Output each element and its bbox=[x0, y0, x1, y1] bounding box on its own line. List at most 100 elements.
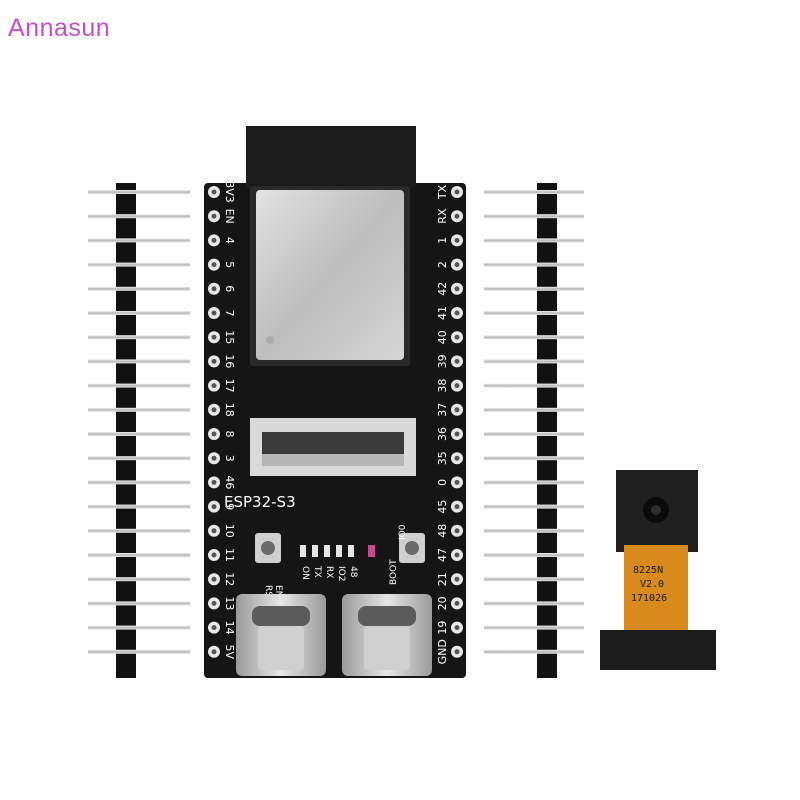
reset-button bbox=[255, 533, 281, 563]
header-pin bbox=[484, 407, 584, 412]
pin-label: 0 bbox=[436, 479, 449, 486]
rgb-led bbox=[368, 545, 375, 557]
reset-label: RST bbox=[263, 585, 273, 603]
usb-c-port-right bbox=[342, 594, 432, 676]
header-pin bbox=[484, 528, 584, 533]
pin-hole bbox=[454, 649, 460, 655]
pin-label: 14 bbox=[223, 621, 236, 635]
pin-label: 20 bbox=[436, 596, 449, 610]
pin-label: 39 bbox=[436, 354, 449, 368]
pin-label: 38 bbox=[436, 379, 449, 393]
led-label: ON bbox=[300, 566, 310, 580]
pin-hole bbox=[211, 576, 217, 582]
watermark: Annasun bbox=[8, 14, 111, 42]
pin-hole bbox=[211, 358, 217, 364]
header-pin bbox=[88, 625, 190, 630]
right-pin-header bbox=[484, 183, 584, 678]
pin-label: 47 bbox=[436, 548, 449, 562]
pin-label: 15 bbox=[223, 330, 236, 344]
camera-text-2: V2.0 bbox=[640, 579, 664, 590]
header-pin bbox=[484, 311, 584, 315]
pin-hole bbox=[454, 625, 460, 631]
header-pin bbox=[88, 335, 190, 340]
pin-label: 9 bbox=[223, 503, 236, 510]
pin-hole bbox=[454, 286, 460, 292]
header-pin bbox=[88, 190, 190, 194]
pin-label: 35 bbox=[436, 451, 449, 465]
led-label: IO2 bbox=[336, 566, 346, 581]
pin-label: 10 bbox=[223, 524, 236, 538]
pin-label: 21 bbox=[436, 572, 449, 586]
pin-label: 8 bbox=[223, 431, 236, 438]
header-pin bbox=[484, 456, 584, 461]
pin-hole bbox=[211, 237, 217, 243]
connector-slot bbox=[262, 432, 404, 454]
header-pin bbox=[484, 383, 584, 388]
header-pin bbox=[484, 286, 584, 291]
chip-label: ESP32-S3 bbox=[224, 493, 296, 511]
header-pin bbox=[484, 190, 584, 194]
led bbox=[348, 545, 354, 557]
boot-button bbox=[399, 533, 425, 563]
pin-hole bbox=[454, 552, 460, 558]
header-pin bbox=[88, 311, 190, 315]
pin-label: 5 bbox=[223, 261, 236, 268]
led bbox=[324, 545, 330, 557]
led-label: TX bbox=[312, 565, 322, 578]
pin-label: 16 bbox=[223, 354, 236, 368]
header-pin bbox=[88, 407, 190, 412]
pin-label: 41 bbox=[436, 306, 449, 320]
header-pin bbox=[484, 335, 584, 340]
antenna-area bbox=[246, 126, 416, 188]
pin-label: 3V3 bbox=[223, 181, 236, 203]
header-pin bbox=[484, 359, 584, 364]
pin-label: 18 bbox=[223, 403, 236, 417]
header-pin bbox=[484, 262, 584, 267]
pin-label: 3 bbox=[223, 455, 236, 462]
usb-c-port-left bbox=[236, 594, 326, 676]
pin-hole bbox=[211, 504, 217, 510]
header-pin bbox=[484, 649, 584, 654]
header-pin bbox=[88, 286, 190, 291]
metal-shield bbox=[256, 190, 404, 360]
pin-label: 13 bbox=[223, 596, 236, 610]
pin-hole bbox=[454, 576, 460, 582]
led bbox=[312, 545, 318, 557]
boot-label: BOOT bbox=[389, 559, 399, 585]
led-label: 48 bbox=[348, 566, 358, 578]
connector-latch bbox=[262, 454, 404, 466]
pin-hole bbox=[454, 358, 460, 364]
pin-label: EN bbox=[223, 209, 236, 224]
pin-hole bbox=[454, 262, 460, 268]
header-pin bbox=[484, 601, 584, 606]
pin-hole bbox=[454, 455, 460, 461]
pin-label: GND bbox=[436, 639, 449, 664]
pin-hole bbox=[211, 625, 217, 631]
pin-label: 37 bbox=[436, 403, 449, 417]
pin-label: 40 bbox=[436, 330, 449, 344]
pin-hole bbox=[211, 479, 217, 485]
led bbox=[336, 545, 342, 557]
led bbox=[300, 545, 306, 557]
pin-hole bbox=[454, 431, 460, 437]
pin-label: 12 bbox=[223, 572, 236, 586]
pin-hole bbox=[211, 552, 217, 558]
pin-hole bbox=[454, 504, 460, 510]
pin-hole bbox=[211, 213, 217, 219]
pin-hole bbox=[454, 407, 460, 413]
header-pin bbox=[88, 456, 190, 461]
header-pin bbox=[484, 238, 584, 243]
header-pin bbox=[88, 528, 190, 533]
pin-label: 48 bbox=[436, 524, 449, 538]
led-label: RX bbox=[324, 566, 334, 578]
header-pin bbox=[88, 480, 190, 485]
pin-hole bbox=[211, 649, 217, 655]
header-pin bbox=[88, 577, 190, 582]
pin-label: 11 bbox=[223, 548, 236, 562]
pin-label: 6 bbox=[223, 285, 236, 292]
en-label: EN bbox=[273, 585, 283, 597]
